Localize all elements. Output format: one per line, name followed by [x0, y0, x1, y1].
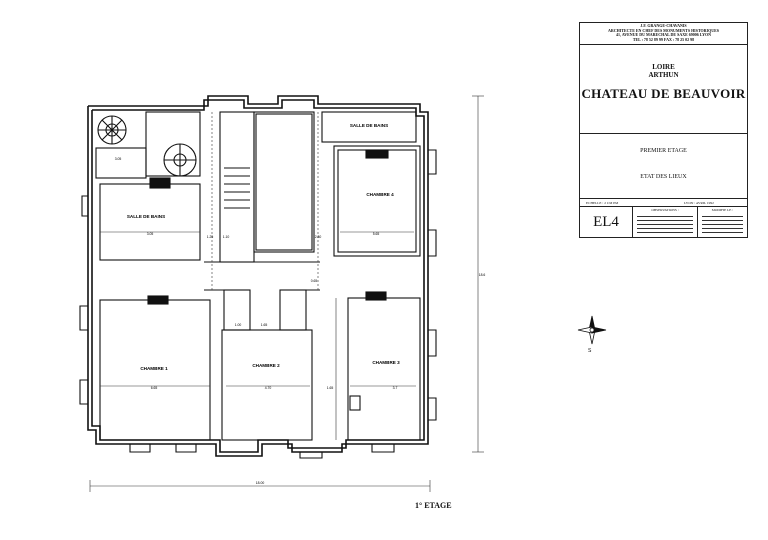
dim-corridor-5: 1.00	[235, 323, 242, 327]
rule-line	[702, 216, 743, 217]
architect-title: ARCHITECTE EN CHEF DES MONUMENTS HISTORI…	[607, 27, 720, 33]
meta-row: ECHELLE : 2 CM PM LYON : AVRIL 1992	[580, 199, 747, 207]
floor-label: 1° ETAGE	[415, 501, 452, 510]
observations-label: OBSERVATIONS :	[651, 208, 679, 212]
rule-line	[702, 232, 743, 233]
room-chambre-4: CHAMBRE 4	[366, 192, 394, 197]
drawing-code: EL4	[580, 207, 633, 237]
compass-rose-icon: S	[577, 315, 607, 354]
interior-walls	[79, 111, 437, 459]
dim-chambre-3a: 1.65	[327, 386, 334, 390]
department: LOIRE	[652, 63, 675, 71]
architect-name: J.F. GRANGE-CHAVANIS	[640, 23, 687, 28]
rule-line	[702, 228, 743, 229]
rule-line	[637, 216, 693, 217]
location-block: LOIRE ARTHUN CHATEAU DE BEAUVOIR	[580, 45, 747, 134]
dimension-labels: 3.05 3.05 5.65 6.65 4.70 1.65 3.7 18.00 …	[115, 157, 486, 485]
rule-line	[637, 232, 693, 233]
room-chambre-3: CHAMBRE 3	[372, 360, 400, 365]
dim-corridor-4: 1.65	[261, 323, 268, 327]
architect-phone: TEL : 78 52 89 99 FAX : 78 25 02 98	[632, 36, 695, 42]
dim-bath-width: 3.05	[147, 232, 154, 236]
dim-tower: 3.05	[115, 157, 122, 161]
observations-box: OBSERVATIONS :	[633, 207, 698, 237]
description-block: PREMIER ETAGE ETAT DES LIEUX	[580, 134, 747, 199]
dimension-lines	[89, 95, 484, 492]
outer-walls	[87, 95, 429, 457]
dim-corridor-2: 1.10	[223, 235, 230, 239]
state-of-premises: ETAT DES LIEUX	[640, 174, 687, 180]
room-salle-de-bains-west: SALLE DE BAINS	[127, 214, 165, 219]
rule-line	[702, 220, 743, 221]
building-name: CHATEAU DE BEAUVOIR	[581, 86, 746, 101]
dim-chambre-3b: 3.7	[393, 386, 398, 390]
date: LYON : AVRIL 1992	[684, 200, 714, 205]
svg-text:S: S	[588, 348, 592, 354]
dim-corridor-3: 2.80	[315, 235, 322, 239]
modified-label: MODIFIE LE :	[711, 208, 734, 212]
room-salle-de-bains-north: SALLE DE BAINS	[350, 123, 388, 128]
bottom-row: EL4 OBSERVATIONS : MODIFIE LE :	[580, 207, 747, 237]
room-chambre-1: CHAMBRE 1	[140, 366, 168, 371]
modified-box: MODIFIE LE :	[698, 207, 747, 237]
dim-total-width: 18.00	[256, 481, 265, 485]
dim-corridor-6: 0.65	[311, 279, 318, 283]
title-block: J.F. GRANGE-CHAVANIS ARCHITECTE EN CHEF …	[579, 22, 748, 238]
rule-line	[637, 228, 693, 229]
room-chambre-2: CHAMBRE 2	[252, 363, 280, 368]
dim-chambre-2: 4.70	[265, 386, 272, 390]
rule-line	[702, 224, 743, 225]
commune: ARTHUN	[648, 71, 679, 79]
floor-name: PREMIER ETAGE	[640, 148, 687, 154]
architect-address: 41, AVENUE DU MARECHAL DE SAXE 69006 LYO…	[616, 32, 711, 37]
dim-chambre-1: 6.65	[151, 386, 158, 390]
dim-chambre-4: 5.65	[373, 232, 380, 236]
scale: ECHELLE : 2 CM PM	[586, 200, 619, 205]
rule-line	[637, 224, 693, 225]
room-labels: SALLE DE BAINS SALLE DE BAINS CHAMBRE 4 …	[127, 123, 400, 371]
dim-total-height: 18.6	[479, 273, 486, 277]
rule-line	[637, 220, 693, 221]
dim-corridor-1: 1.25	[207, 235, 214, 239]
architect-header: J.F. GRANGE-CHAVANIS ARCHITECTE EN CHEF …	[580, 23, 747, 45]
